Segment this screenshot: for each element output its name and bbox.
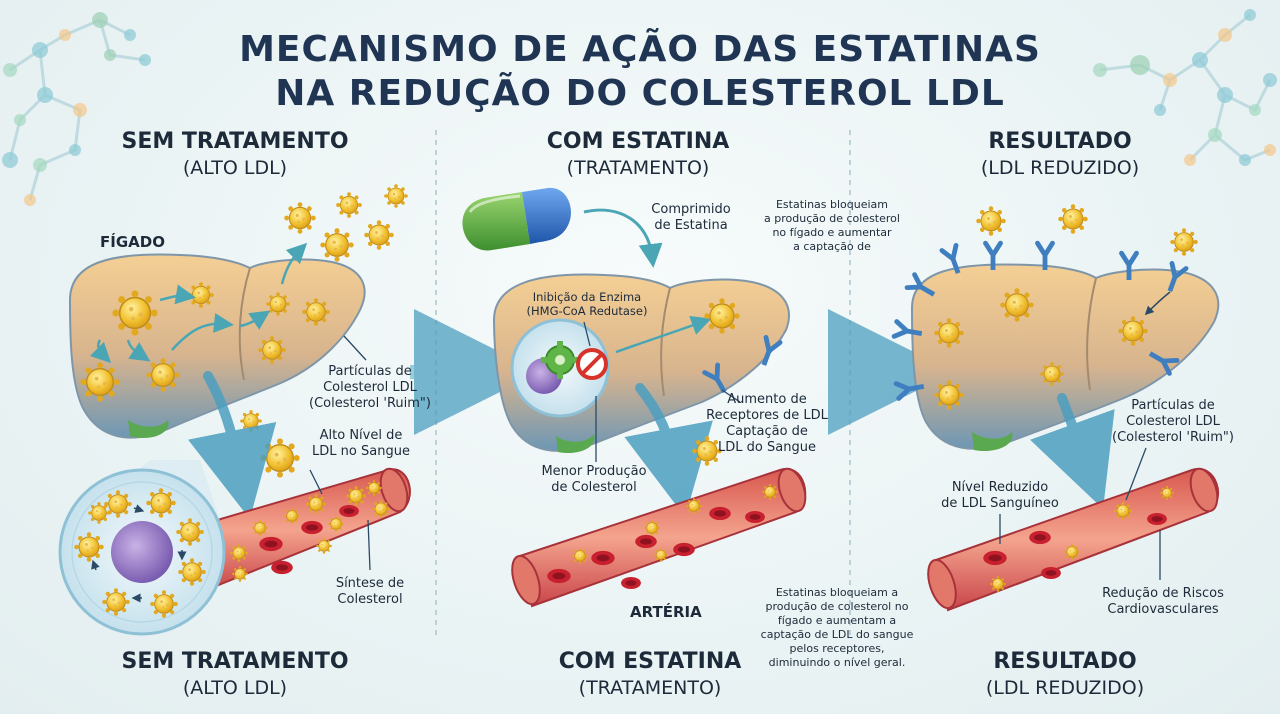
statin-pill <box>462 187 572 251</box>
enzyme-label: Inibição da Enzima (HMG-CoA Redutase) <box>512 290 662 318</box>
ldl-particles-label-right-1: Partículas de <box>1131 398 1215 413</box>
molecule-nodes-right <box>1093 9 1277 166</box>
ldl-particle-liver-middle <box>704 298 740 334</box>
note-bottom: Estatinas bloqueiam a produção de colest… <box>752 586 922 670</box>
note-top: Estatinas bloqueiam a produção de colest… <box>762 198 902 254</box>
molecule-decoration-right <box>1099 13 1272 162</box>
liver-label: FÍGADO <box>100 233 165 251</box>
heading-untreated-bottom-2: (ALTO LDL) <box>182 677 288 699</box>
pill-label: Comprimido de Estatina <box>636 202 746 234</box>
synthesis-label-1: Síntese de <box>335 576 405 591</box>
ldl-particles-label-right: Partículas de Colesterol LDL (Colesterol… <box>1100 398 1246 446</box>
receptors-label-3: Captação de <box>726 424 808 439</box>
heading-treated-top-2: (TRATAMENTO) <box>566 157 710 179</box>
blood-vessel-middle <box>511 467 807 608</box>
heading-treated-bottom-1: COM ESTATINA <box>558 649 742 674</box>
note-bottom-6: diminuindo o nível geral. <box>768 656 906 669</box>
reduced-ldl-label: Nível Reduzido de LDL Sanguíneo <box>930 480 1070 512</box>
flow-arrows-left <box>89 242 308 364</box>
heading-untreated-bottom-1: SEM TRATAMENTO <box>121 649 349 674</box>
synthesis-label: Síntese de Colesterol <box>310 576 430 608</box>
enzyme-label-1: Inibição da Enzima <box>532 290 642 304</box>
heading-result-top-2: (LDL REDUZIDO) <box>980 157 1140 179</box>
ldl-particles-label-left-3: (Colesterol 'Ruim") <box>309 396 431 411</box>
high-ldl-label-2: LDL no Sangue <box>312 444 410 459</box>
leader-synthesis <box>367 519 371 571</box>
arrow-enzyme-to-ldl <box>615 316 712 354</box>
heading-treated-top: COM ESTATINA (TRATAMENTO) <box>488 128 788 182</box>
less-production-label: Menor Produção de Colesterol <box>524 464 664 496</box>
heading-untreated-top-1: SEM TRATAMENTO <box>121 129 349 154</box>
hmg-coa-enzyme-gear-icon <box>541 341 579 379</box>
leader-high-ldl <box>309 469 323 495</box>
note-bottom-5: pelos receptores, <box>789 642 885 655</box>
receptors-label-4: LDL do Sangue <box>718 440 816 455</box>
cell-zoom-left <box>58 460 226 636</box>
less-production-label-1: Menor Produção <box>541 464 647 479</box>
pill-label-2: de Estatina <box>654 218 728 233</box>
heading-result-bottom-1: RESULTADO <box>993 649 1137 674</box>
receptors-label-1: Aumento de <box>727 392 807 407</box>
reduced-ldl-label-1: Nível Reduzido <box>951 480 1049 495</box>
heading-untreated-bottom: SEM TRATAMENTO (ALTO LDL) <box>80 648 390 702</box>
heading-treated-bottom-2: (TRATAMENTO) <box>578 677 722 699</box>
ldl-particles-label-left: Partículas de Colesterol LDL (Colesterol… <box>300 364 440 412</box>
note-top-3: no fígado e aumentar <box>772 226 892 239</box>
heading-result-top: RESULTADO (LDL REDUZIDO) <box>920 128 1200 182</box>
note-top-2: a produção de colesterol <box>764 212 900 225</box>
leader-receptors <box>721 389 741 403</box>
synthesis-label-2: Colesterol <box>337 592 403 607</box>
note-bottom-3: fígado e aumentam a <box>777 614 897 627</box>
less-production-label-2: de Colesterol <box>551 480 637 495</box>
high-ldl-label-1: Alto Nível de <box>319 428 403 443</box>
heading-result-bottom: RESULTADO (LDL REDUZIDO) <box>920 648 1210 702</box>
molecule-nodes-left <box>2 12 151 206</box>
liver-result <box>910 263 1220 452</box>
note-bottom-2: produção de colesterol no <box>765 600 909 613</box>
heading-result-bottom-2: (LDL REDUZIDO) <box>985 677 1145 699</box>
note-top-1: Estatinas bloqueiam <box>775 198 889 211</box>
heading-untreated-top: SEM TRATAMENTO (ALTO LDL) <box>80 128 390 182</box>
heading-untreated-top-2: (ALTO LDL) <box>182 157 288 179</box>
heading-result-top-1: RESULTADO <box>988 129 1132 154</box>
reduced-ldl-label-2: de LDL Sanguíneo <box>941 496 1059 511</box>
risk-label: Redução de Riscos Cardiovasculares <box>1088 586 1238 618</box>
pill-label-1: Comprimido <box>651 202 731 217</box>
ldl-particles-label-right-2: Colesterol LDL <box>1126 414 1220 429</box>
inhibition-icon <box>576 348 608 380</box>
leader-ldl-particles-left <box>343 335 367 361</box>
blood-vessel-right <box>927 467 1219 612</box>
note-bottom-4: captação de LDL do sangue <box>760 628 914 641</box>
arrow-liver-to-vessel-left <box>188 371 277 520</box>
risk-label-2: Cardiovasculares <box>1107 602 1219 617</box>
risk-label-1: Redução de Riscos <box>1102 586 1224 601</box>
receptors-label-2: Receptores de LDL <box>706 408 828 423</box>
ldl-particles-label-right-3: (Colesterol 'Ruim") <box>1112 430 1234 445</box>
high-ldl-label: Alto Nível de LDL no Sangue <box>296 428 426 460</box>
ldl-particles-label-left-2: Colesterol LDL <box>323 380 417 395</box>
leader-enzyme <box>583 321 591 347</box>
arrow-pill-to-liver <box>583 208 663 268</box>
receptors-label: Aumento de Receptores de LDL Captação de… <box>698 392 836 456</box>
note-bottom-1: Estatinas bloqueiam a <box>775 586 899 599</box>
note-top-4: a captação de <box>793 240 871 253</box>
artery-label: ARTÉRIA <box>630 603 702 621</box>
title-line-2: NA REDUÇÃO DO COLESTEROL LDL <box>275 73 1005 114</box>
page-title: MECANISMO DE AÇÃO DAS ESTATINAS NA REDUÇ… <box>0 28 1280 116</box>
arrow-liver-to-vessel-right <box>1030 393 1115 509</box>
arrow-liver-to-vessel-middle <box>624 383 713 518</box>
title-line-1: MECANISMO DE AÇÃO DAS ESTATINAS <box>239 29 1041 70</box>
arrow-ldl-into-liver <box>1144 291 1171 316</box>
heading-treated-bottom: COM ESTATINA (TRATAMENTO) <box>500 648 800 702</box>
enzyme-label-2: (HMG-CoA Redutase) <box>526 304 648 318</box>
ldl-particles-label-left-1: Partículas de <box>328 364 412 379</box>
heading-treated-top-1: COM ESTATINA <box>546 129 730 154</box>
leader-ldl-particles-right <box>1125 447 1147 501</box>
